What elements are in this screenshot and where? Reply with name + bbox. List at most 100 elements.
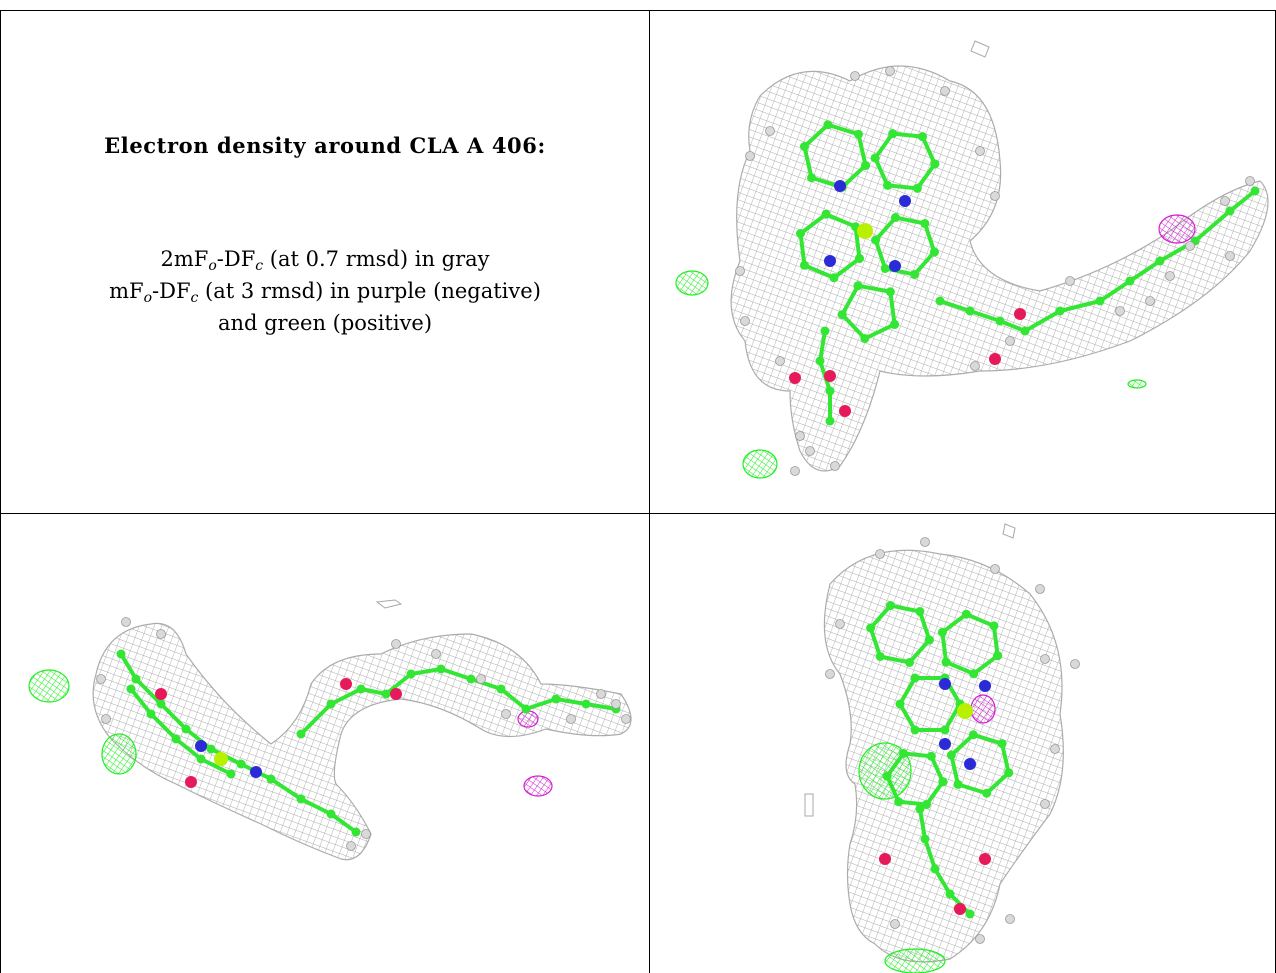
- hydrogen-atom: [885, 66, 895, 76]
- atom: [890, 213, 900, 223]
- magnesium-atom: [957, 703, 973, 719]
- negative-density-blob: [970, 694, 996, 724]
- atom: [1095, 296, 1105, 306]
- atom: [1155, 256, 1165, 266]
- bond: [199, 757, 233, 776]
- atom: [1250, 186, 1260, 196]
- bond: [940, 630, 949, 665]
- hydrogen-atom: [805, 446, 815, 456]
- atom: [993, 651, 1003, 661]
- bond: [873, 156, 890, 188]
- atom: [837, 310, 847, 320]
- bond: [878, 654, 912, 665]
- oxygen-atom: [340, 678, 352, 690]
- hydrogen-atom: [765, 126, 775, 136]
- atom: [821, 209, 831, 219]
- bond: [584, 702, 618, 711]
- atom: [406, 669, 416, 679]
- hydrogen-atom: [795, 431, 805, 441]
- hydrogen-atom: [476, 674, 486, 684]
- atom: [807, 173, 817, 183]
- bond: [1098, 279, 1132, 303]
- bond: [949, 732, 976, 758]
- bond: [802, 263, 836, 280]
- bond: [825, 122, 861, 137]
- atom: [910, 269, 920, 279]
- bond: [840, 163, 868, 190]
- bond: [888, 289, 897, 327]
- hydrogen-atom: [621, 714, 631, 724]
- atom: [866, 623, 876, 633]
- atom: [326, 699, 336, 709]
- atom: [820, 326, 830, 336]
- hydrogen-atom: [611, 699, 621, 709]
- hydrogen-atom: [970, 361, 980, 371]
- atom: [953, 779, 963, 789]
- bond: [329, 687, 363, 706]
- bond: [329, 812, 358, 834]
- atom: [236, 759, 246, 769]
- bond: [818, 329, 827, 363]
- hydrogen-atom: [156, 629, 166, 639]
- hydrogen-atom: [1245, 176, 1255, 186]
- hydrogen-atom: [1035, 584, 1045, 594]
- bond: [890, 131, 925, 139]
- oxygen-atom: [979, 853, 991, 865]
- nitrogen-atom: [964, 758, 976, 770]
- legend-line-fo: mFo-DFc (at 3 rmsd) in purple (negative): [109, 279, 541, 306]
- atom: [997, 739, 1007, 749]
- atom: [796, 229, 806, 239]
- atom: [929, 247, 939, 257]
- bond: [299, 797, 333, 816]
- hydrogen-atom: [775, 356, 785, 366]
- atom: [326, 809, 336, 819]
- atom: [912, 183, 922, 193]
- bond: [968, 309, 1002, 323]
- atom: [995, 316, 1005, 326]
- bond: [984, 770, 1011, 796]
- stray-mesh: [375, 599, 403, 609]
- atom: [861, 160, 871, 170]
- atom: [854, 253, 864, 263]
- nitrogen-atom: [939, 678, 951, 690]
- hydrogen-atom: [346, 841, 356, 851]
- atom: [156, 699, 166, 709]
- oxygen-atom: [839, 405, 851, 417]
- atom: [938, 777, 948, 787]
- bond: [917, 609, 932, 642]
- gray-density-mesh: [823, 549, 1064, 963]
- bond: [409, 667, 443, 676]
- bond: [885, 774, 901, 804]
- atom: [496, 684, 506, 694]
- hydrogen-atom: [1040, 654, 1050, 664]
- hydrogen-atom: [1220, 196, 1230, 206]
- bond: [949, 753, 960, 787]
- bond: [1228, 189, 1257, 213]
- atom: [924, 635, 934, 645]
- atom: [875, 651, 885, 661]
- atom: [181, 724, 191, 734]
- bond: [898, 702, 917, 732]
- bond: [885, 751, 906, 779]
- atom: [266, 774, 276, 784]
- hydrogen-atom: [830, 461, 840, 471]
- atom: [910, 673, 920, 683]
- atom: [131, 674, 141, 684]
- bond: [1000, 741, 1011, 775]
- atom: [965, 909, 975, 919]
- hydrogen-atom: [850, 71, 860, 81]
- hydrogen-atom: [1145, 296, 1155, 306]
- atom: [853, 129, 863, 139]
- atom: [915, 607, 925, 617]
- atom: [870, 153, 880, 163]
- nitrogen-atom: [250, 766, 262, 778]
- atom: [941, 657, 951, 667]
- bond: [384, 672, 413, 696]
- hydrogen-atom: [890, 919, 900, 929]
- hydrogen-atom: [501, 709, 511, 719]
- positive-density-blob: [884, 948, 946, 973]
- hydrogen-atom: [825, 669, 835, 679]
- hydrogen-atom: [975, 934, 985, 944]
- atom: [1125, 276, 1135, 286]
- hydrogen-atom: [1165, 271, 1175, 281]
